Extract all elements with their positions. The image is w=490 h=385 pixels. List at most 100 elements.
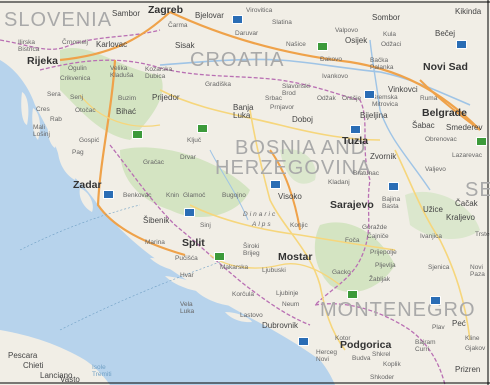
town-label: Crikvenica	[60, 75, 91, 82]
town-label: Virovitica	[246, 7, 273, 14]
country-label-croatia: CROATIA	[190, 49, 285, 71]
country-label-montenegro: MONTENEGRO	[320, 299, 476, 321]
road-shield	[298, 337, 309, 346]
city-label-banja-luka[interactable]: Banja Luka	[233, 103, 254, 120]
town-label: Pljevlja	[375, 262, 396, 269]
town-label: Pučišća	[175, 255, 198, 262]
city-label-vasto[interactable]: Vasto	[60, 375, 80, 384]
town-label: Gacko	[332, 269, 351, 276]
river	[369, 39, 431, 191]
city-label-pescara[interactable]: Pescara	[8, 351, 38, 360]
city-label-novi-sad[interactable]: Novi Sad	[423, 61, 468, 73]
city-label-chieti[interactable]: Chieti	[23, 361, 44, 370]
road-shield	[388, 182, 399, 191]
town-label: Ljubinje	[276, 290, 299, 297]
town-label: Kline	[465, 335, 480, 342]
city-label-kraljevo[interactable]: Kraljevo	[446, 213, 475, 222]
city-label-smederevo[interactable]: Smederev	[446, 123, 483, 132]
city-label-kikinda[interactable]: Kikinda	[455, 7, 482, 16]
island	[79, 188, 93, 212]
town-label: Kladanj	[328, 179, 350, 186]
town-label: Bratunac	[353, 170, 380, 177]
town-label: Goražde	[362, 224, 387, 231]
town-label: Herceg Novi	[316, 349, 337, 363]
town-label: Makarska	[220, 264, 249, 271]
city-label-osijek[interactable]: Osijek	[345, 36, 368, 45]
city-label-prizren[interactable]: Prizren	[455, 365, 481, 374]
city-label-bihac[interactable]: Bihać	[116, 107, 137, 116]
town-label: Ilirska Bistrica	[18, 39, 40, 53]
adriatic-sea	[0, 60, 335, 385]
town-label: Kozarska Dubica	[145, 66, 173, 80]
city-label-rijeka[interactable]: Rijeka	[27, 55, 58, 67]
town-label: Trste	[475, 231, 490, 238]
island	[150, 258, 200, 273]
town-label: Kotor	[335, 335, 351, 342]
town-label: Ivankovo	[322, 73, 349, 80]
town-label: Gračac	[143, 159, 164, 166]
city-label-zadar[interactable]: Zadar	[73, 179, 102, 191]
city-label-becej[interactable]: Bečej	[435, 29, 456, 38]
country-label-bosnia: BOSNIA AND	[235, 137, 367, 159]
town-label: Ivanjica	[420, 233, 443, 240]
country-label-herzegovina: HERZEGOVINA	[215, 157, 372, 179]
town-label: Konjic	[290, 222, 308, 229]
town-label: Gospić	[79, 137, 100, 144]
forest-area	[280, 149, 316, 184]
motorway	[269, 149, 301, 231]
town-label: Lazarevac	[452, 152, 482, 159]
road	[249, 109, 346, 351]
city-label-bjelovar[interactable]: Bjelovar	[195, 11, 224, 20]
town-label: Ogulin	[68, 65, 87, 72]
city-label-prijedor[interactable]: Prijedor	[152, 93, 180, 102]
town-label: Daruvar	[235, 30, 259, 37]
city-label-sibenik[interactable]: Šibenik	[143, 216, 170, 225]
town-label: Sinj	[200, 222, 211, 229]
city-label-doboj[interactable]: Doboj	[292, 115, 313, 124]
city-label-zvornik[interactable]: Zvornik	[370, 152, 397, 161]
city-label-sambor[interactable]: Sambor	[112, 9, 141, 18]
city-label-zagreb[interactable]: Zagreb	[148, 4, 184, 16]
town-label: Gradiška	[205, 81, 232, 88]
town-label: Benkovac	[123, 192, 152, 199]
city-label-split[interactable]: Split	[182, 237, 205, 249]
city-label-mostar[interactable]: Mostar	[278, 251, 313, 263]
country-border	[109, 144, 311, 326]
island	[225, 312, 252, 323]
island	[165, 276, 212, 293]
road-shield	[430, 296, 441, 305]
road-shield	[364, 90, 375, 99]
road	[209, 254, 341, 286]
city-label-sombor[interactable]: Sombor	[372, 13, 401, 22]
city-label-visoko[interactable]: Visoko	[278, 192, 302, 201]
city-label-sarajevo[interactable]: Sarajevo	[330, 199, 374, 211]
city-label-pec[interactable]: Peć	[452, 319, 466, 328]
city-label-cacak[interactable]: Čačak	[455, 199, 478, 208]
city-label-tuzla[interactable]: Tuzla	[342, 135, 369, 147]
town-label: Đakovo	[320, 56, 343, 63]
city-label-podgorica[interactable]: Podgorica	[340, 339, 392, 351]
city-label-belgrade[interactable]: Belgrade	[422, 107, 467, 119]
town-label: Drvar	[180, 154, 196, 161]
town-label: Bačka Palanka	[370, 57, 394, 71]
country-border	[314, 303, 446, 385]
city-label-lanciano[interactable]: Lanciano	[40, 371, 73, 380]
city-label-uzice[interactable]: Užice	[423, 205, 444, 214]
town-label: Sera	[47, 91, 61, 98]
forest-area	[314, 222, 395, 293]
city-label-sisak[interactable]: Sisak	[175, 41, 195, 50]
city-label-dubrovnik[interactable]: Dubrovnik	[262, 321, 299, 330]
town-label: Kula	[383, 31, 397, 38]
country-label-serbia: SE	[465, 179, 490, 201]
city-label-karlovac[interactable]: Karlovac	[96, 40, 128, 49]
town-label: Senj	[70, 94, 84, 101]
town-label: Marina	[145, 239, 165, 246]
town-label: Ruma	[420, 95, 438, 102]
city-label-sabac[interactable]: Šabac	[412, 121, 435, 130]
city-label-vinkovci[interactable]: Vinkovci	[388, 85, 418, 94]
city-label-bijeljina[interactable]: Bijeljina	[360, 111, 388, 120]
town-label: Buzim	[118, 95, 137, 102]
town-label: Bajina Basta	[382, 196, 401, 210]
town-label: Odžaci	[381, 41, 402, 48]
